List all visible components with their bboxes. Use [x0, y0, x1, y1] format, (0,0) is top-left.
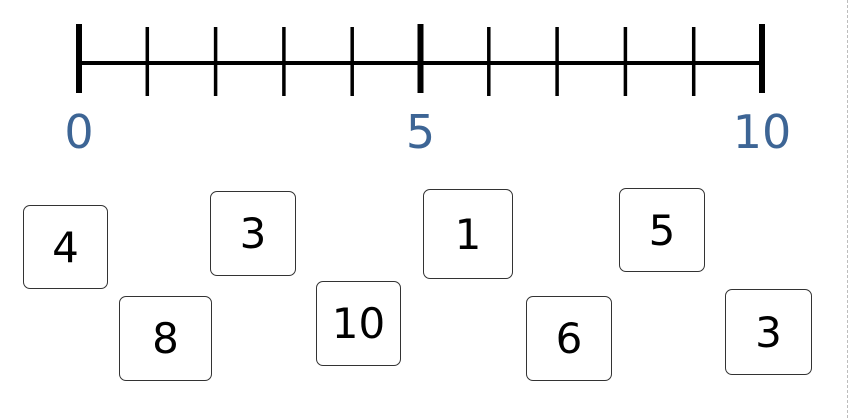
number-card-8[interactable]: 8	[119, 296, 212, 381]
number-card-3-second[interactable]: 3	[725, 289, 812, 375]
number-card-4[interactable]: 4	[23, 205, 108, 289]
number-card-10[interactable]: 10	[316, 281, 401, 366]
number-card-5[interactable]: 5	[619, 188, 705, 272]
number-card-1[interactable]: 1	[423, 189, 513, 279]
tick-label-5: 5	[406, 105, 435, 159]
page-edge-divider	[847, 0, 848, 418]
number-line: 0 5 10	[64, 24, 791, 159]
tick-label-0: 0	[64, 105, 93, 159]
tick-label-10: 10	[733, 105, 792, 159]
number-card-6[interactable]: 6	[526, 296, 612, 381]
number-card-3[interactable]: 3	[210, 191, 296, 276]
tick-marks	[76, 24, 765, 96]
tick-labels: 0 5 10	[64, 105, 791, 159]
